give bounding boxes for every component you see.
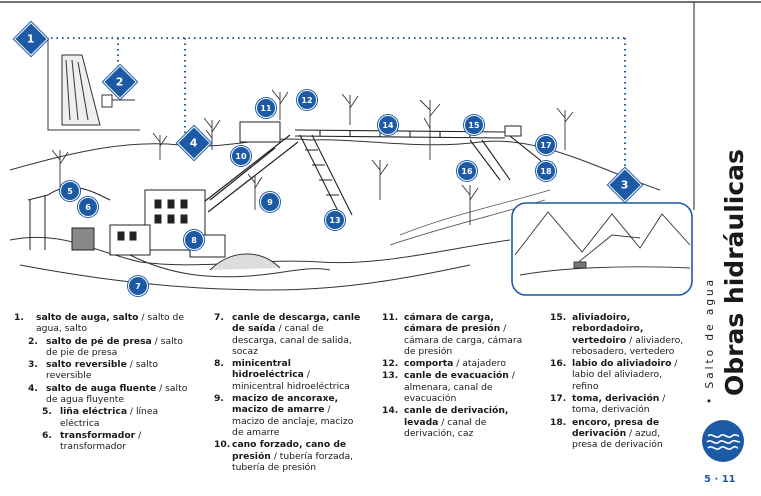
glossary-item-17: 17.toma, derivación / toma, derivación (550, 393, 666, 416)
glossary-item-16: 16.labio do aliviadoiro / labio del aliv… (550, 358, 678, 392)
glossary-item-15: 15.aliviadoiro, rebordadoiro, vertedoiro… (550, 312, 684, 357)
evacuation-channel (299, 134, 353, 216)
glossary-column-1: 1.salto de auga, salto / salto de agua, … (14, 312, 192, 454)
marker-14: 14 (378, 115, 398, 135)
glossary-item-6: 6.transformador / transformador (42, 429, 142, 453)
glossary-item-4: 4.salto de auga fluente / salto de agua … (28, 382, 188, 406)
marker-12: 12 (297, 90, 317, 110)
reversible-inset (511, 202, 693, 296)
marker-16: 16 (457, 161, 477, 181)
marker-6: 6 (78, 197, 98, 217)
glossary-column-4: 15.aliviadoiro, rebordadoiro, vertedoiro… (550, 312, 686, 452)
glossary-item-10: 10.cano forzado, cano de presión / tuber… (214, 439, 354, 473)
glossary-item-9: 9.macizo de ancoraxe, macizo de amarre /… (214, 393, 354, 438)
glossary-item-1: 1.salto de auga, salto / salto de agua, … (14, 312, 185, 335)
page-number: 5 · 11 (704, 474, 736, 485)
glossary-item-18: 18.encoro, presa de derivación / azud, p… (550, 416, 663, 451)
glossary-item-12: 12.comporta / atajadero (382, 358, 507, 370)
marker-5: 5 (60, 181, 80, 201)
glossary-item-13: 13.canle de evacuación / almenara, canal… (382, 370, 515, 405)
page-title: Obras hidráulicas (720, 149, 749, 396)
glossary-item-2: 2.salto de pé de presa / salto de pie de… (28, 335, 183, 358)
reversible-inset-mountains (514, 211, 691, 276)
water-wave-logo-icon (702, 420, 744, 462)
dam-sketch (47, 40, 140, 131)
glossary-column-2: 7.canle de descarga, canle de saída / ca… (214, 312, 364, 474)
glossary-column-3: 11.cámara de carga, cámara de presión / … (382, 312, 532, 440)
marker-18: 18 (536, 161, 556, 181)
glossary-item-14: 14.canle de derivación, levada / canal d… (382, 405, 509, 439)
marker-7: 7 (128, 276, 148, 296)
dotted-connector-lines (40, 37, 626, 175)
glossary-item-5: 5.liña eléctrica / línea eléctrica (42, 406, 159, 429)
marker-17: 17 (536, 135, 556, 155)
bare-trees (51, 89, 574, 225)
glossary-item-8: 8.minicentral hidroeléctrica / minicentr… (214, 358, 350, 392)
marker-13: 13 (325, 210, 345, 230)
glossary-item-3: 3.salto reversible / salto reversible (28, 359, 158, 382)
marker-8: 8 (184, 230, 204, 250)
page-subtitle: • Salto de agua (704, 276, 716, 404)
marker-9: 9 (260, 192, 280, 212)
hydraulic-works-illustration (0, 1, 761, 296)
marker-15: 15 (464, 115, 484, 135)
glossary-item-7: 7.canle de descarga, canle de saída / ca… (214, 312, 361, 357)
marker-11: 11 (256, 98, 276, 118)
marker-10: 10 (231, 146, 251, 166)
penstock (199, 134, 299, 213)
glossary-item-11: 11.cámara de carga, cámara de presión / … (382, 312, 523, 357)
